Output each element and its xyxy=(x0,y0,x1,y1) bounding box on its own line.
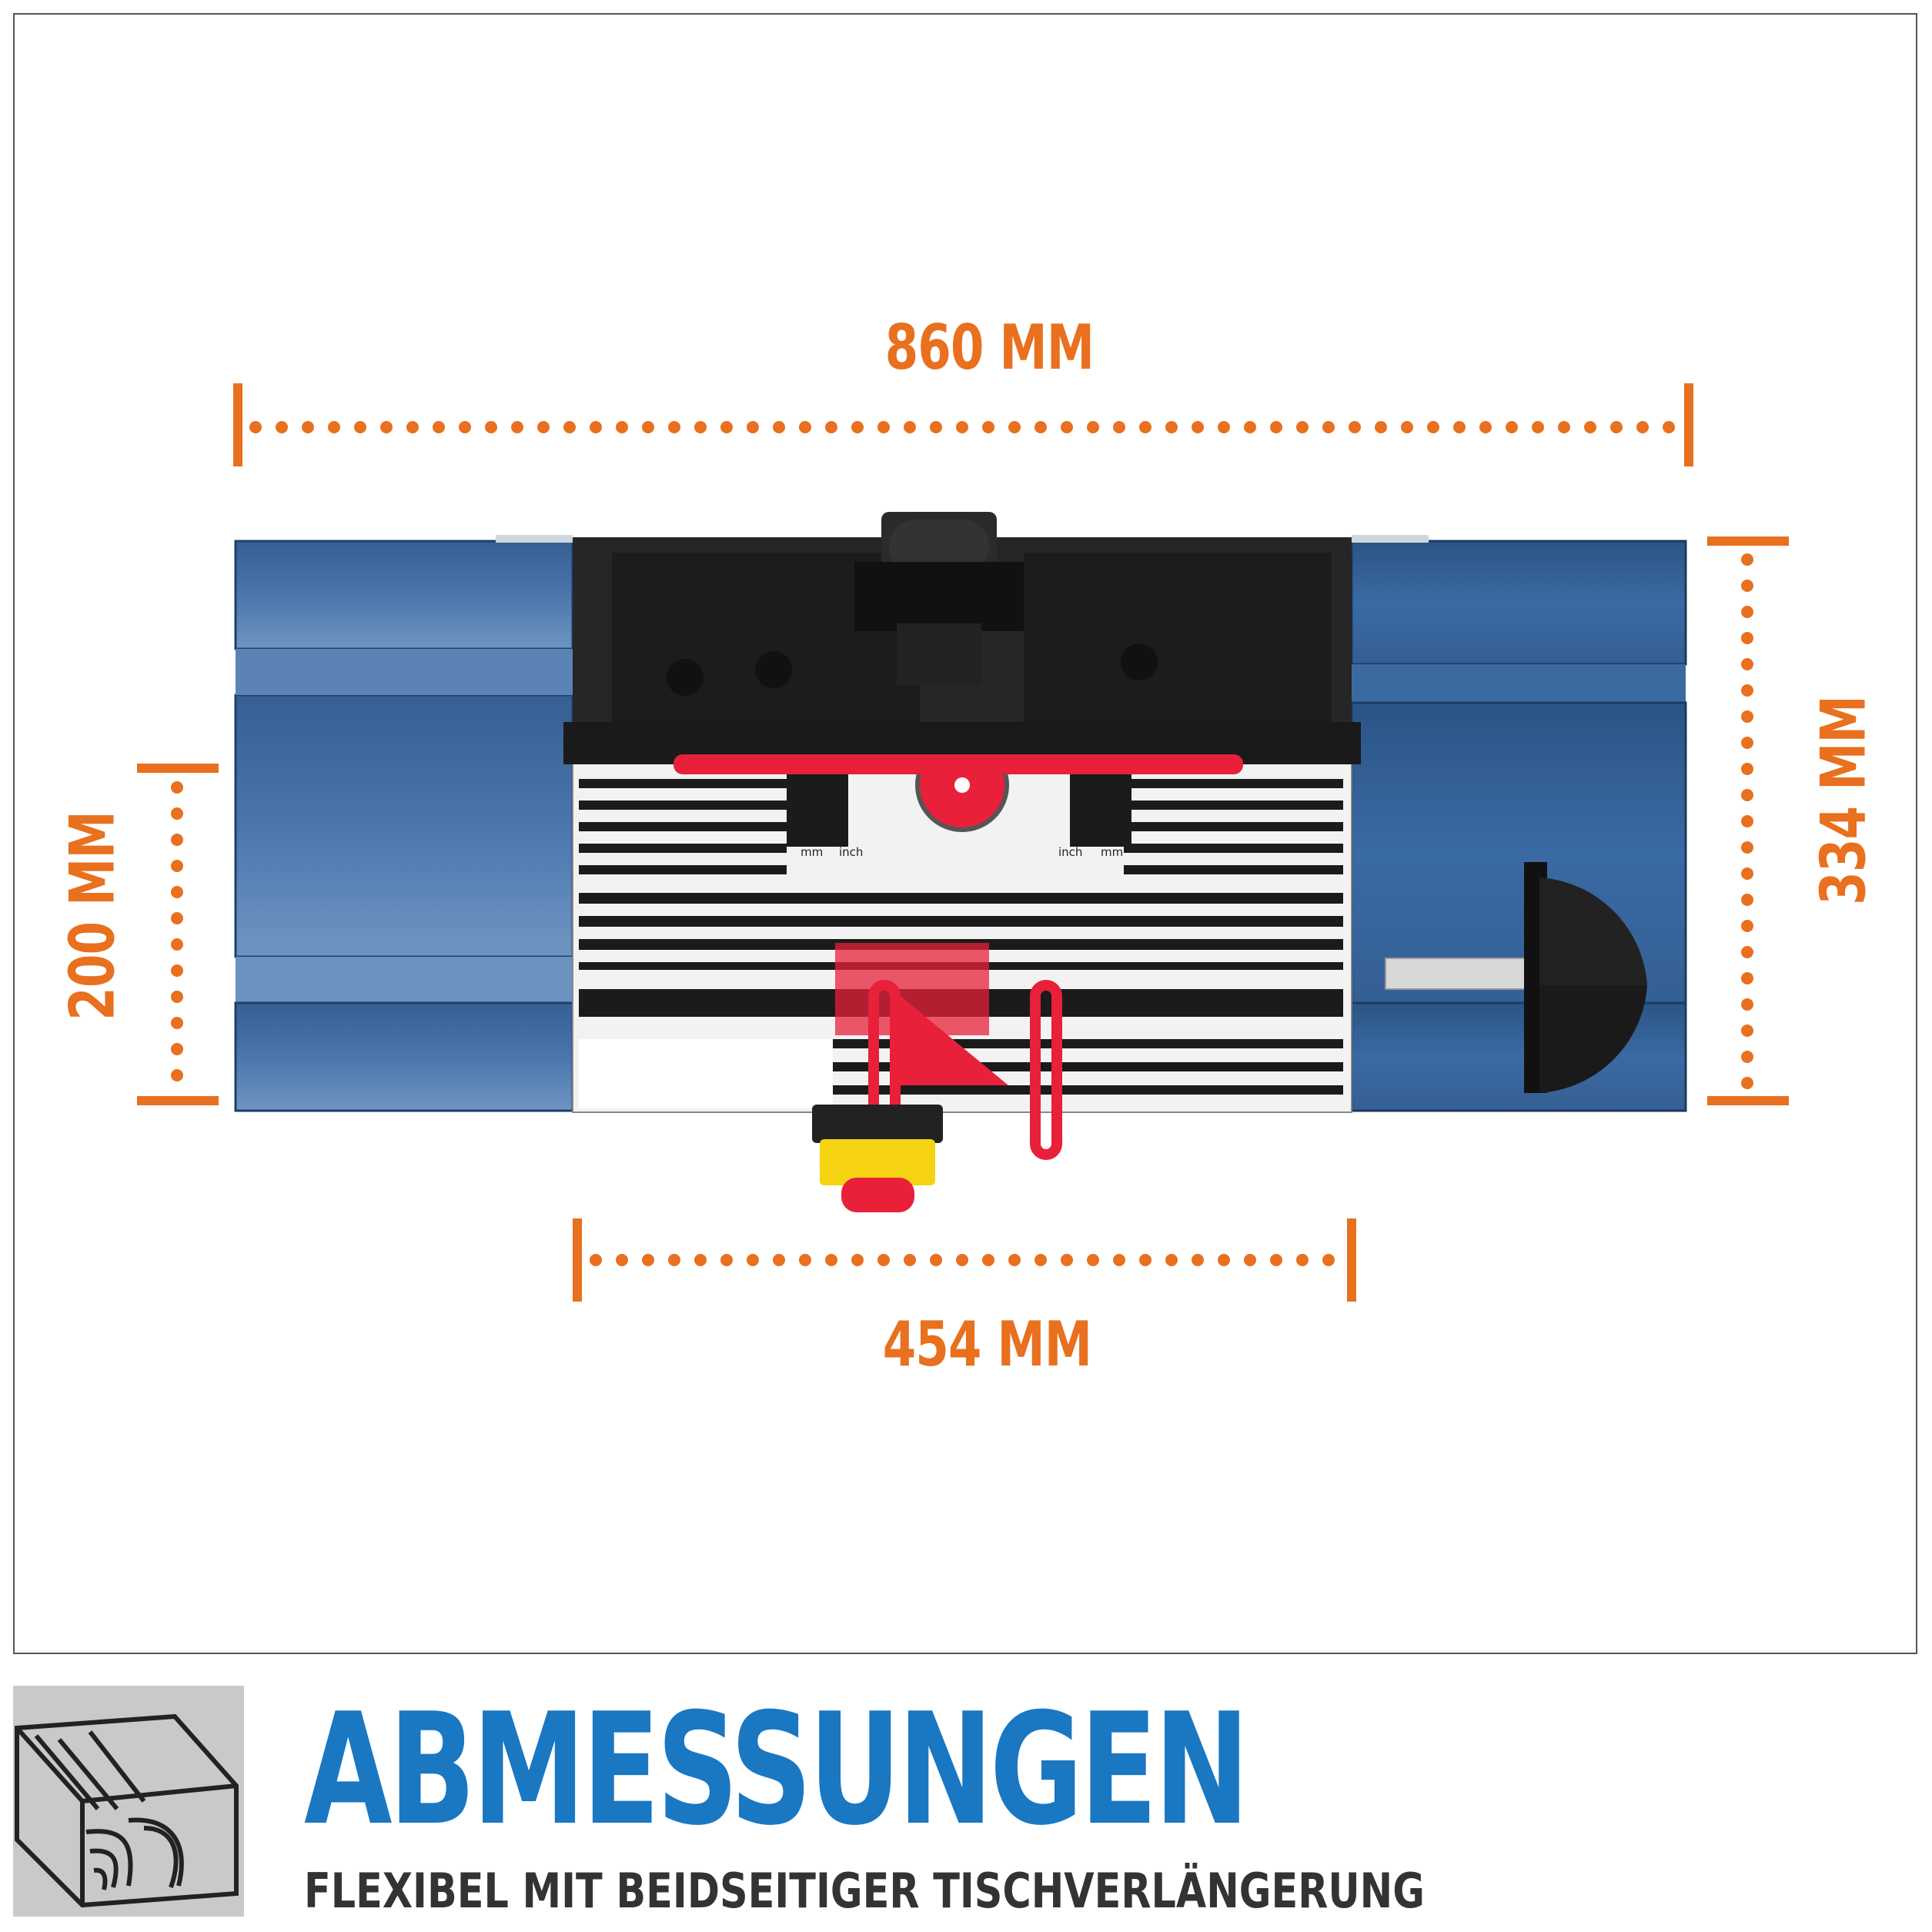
dimension-tick xyxy=(573,1218,582,1302)
dimension-tick xyxy=(1347,1218,1356,1302)
dimension-line-extension-depth xyxy=(171,781,183,1093)
router-fence xyxy=(563,537,1361,774)
dimension-tick xyxy=(137,764,219,773)
scale-label-inch-left: inch xyxy=(839,845,863,859)
router-table-illustration: mm inch inch mm xyxy=(234,512,1687,1212)
scale-label-mm-left: mm xyxy=(801,845,823,859)
dimension-tick xyxy=(1684,383,1693,466)
emergency-switch-icon xyxy=(812,1105,943,1212)
right-table-extension xyxy=(1350,535,1687,1112)
dimension-line-depth xyxy=(1741,553,1753,1093)
dimension-tick xyxy=(1707,536,1789,546)
dust-port-icon xyxy=(854,512,1024,685)
dimension-depth: 334 MM xyxy=(1807,696,1880,905)
dimension-table-width: 454 MM xyxy=(882,1309,1092,1380)
dimension-total-width: 860 MM xyxy=(884,312,1095,383)
dimension-tick xyxy=(137,1096,219,1105)
scale-label-mm-right: mm xyxy=(1101,845,1123,859)
dimension-line-table-width xyxy=(590,1254,1345,1266)
page-title: ABMESSUNGEN xyxy=(304,1680,1249,1860)
left-table-extension xyxy=(234,535,574,1112)
wood-grain-icon xyxy=(13,1686,244,1917)
dimension-tick xyxy=(1707,1096,1789,1105)
page-subtitle: FLEXIBEL MIT BEIDSEITIGER TISCHVERLÄNGER… xyxy=(304,1863,1425,1919)
dimension-extension-depth: 200 MM xyxy=(56,811,129,1021)
dimension-tick xyxy=(233,383,242,466)
miter-gauge-icon xyxy=(1385,862,1647,1093)
scale-label-inch-right: inch xyxy=(1058,845,1082,859)
dimension-line-total-width xyxy=(249,421,1676,433)
